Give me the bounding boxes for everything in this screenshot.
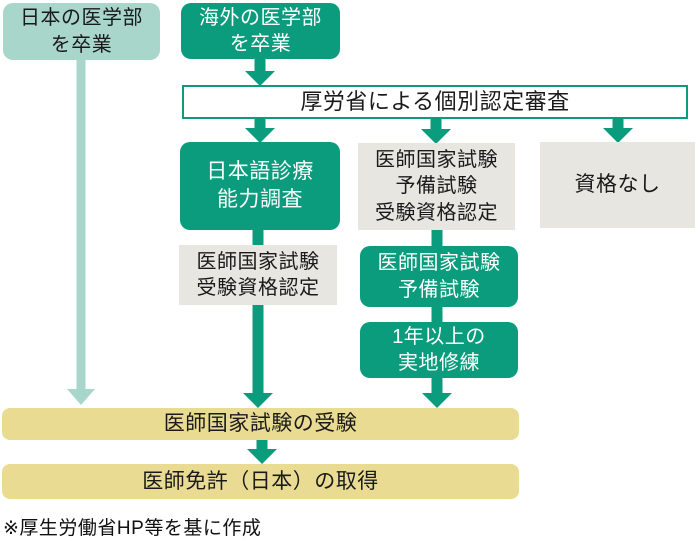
node-national-exam-certification: 医師国家試験 受験資格認定 (179, 245, 337, 305)
node-japan-graduate: 日本の医学部 を卒業 (3, 3, 160, 60)
arrow-stem (256, 439, 268, 451)
connector-prelimexam-to-training (422, 305, 452, 324)
arrow-review-to-prelim-cert (421, 118, 451, 144)
arrow-head-icon (243, 393, 273, 408)
connector-survey-to-cert (243, 228, 273, 247)
node-practical-training: 1年以上の 実地修練 (360, 322, 518, 378)
bar-obtain-license: 医師免許（日本）の取得 (2, 464, 519, 499)
node-overseas-graduate: 海外の医学部 を卒業 (181, 3, 340, 59)
arrow-head-icon (421, 129, 451, 144)
arrow-head-icon (245, 128, 275, 143)
arrow-stem (254, 59, 266, 73)
arrow-cert-to-exam-bar (243, 303, 273, 408)
bar-take-national-exam: 医師国家試験の受験 (2, 408, 519, 440)
node-mhlw-review: 厚労省による個別認定審査 (182, 85, 688, 119)
arrow-head-icon (247, 449, 277, 464)
arrow-head-icon (245, 71, 275, 86)
arrow-stem (254, 118, 266, 130)
node-japanese-clinical-survey: 日本語診療 能力調査 (180, 142, 340, 230)
arrow-exam-to-license (247, 439, 277, 464)
source-footnote: ※厚生労働省HP等を基に作成 (3, 518, 262, 539)
arrow-head-icon (603, 128, 633, 143)
connector-stem (431, 305, 443, 324)
arrow-stem (431, 376, 443, 395)
arrow-japan-grad-to-exam (66, 60, 96, 405)
arrow-head-icon (67, 389, 95, 405)
arrow-training-to-exam-bar (422, 376, 452, 408)
connector-stem (252, 228, 264, 247)
arrow-overseas-to-review (245, 59, 275, 86)
arrow-stem (252, 303, 264, 395)
arrow-review-to-survey (245, 118, 275, 143)
arrow-review-to-no-qual (603, 118, 633, 143)
connector-prelimcert-to-prelimexam (422, 227, 452, 248)
arrow-stem (612, 118, 624, 130)
arrow-stem (430, 118, 442, 131)
arrow-head-icon (422, 393, 452, 408)
node-preliminary-exam: 医師国家試験 予備試験 (360, 246, 518, 307)
arrow-stem (76, 60, 86, 390)
connector-stem (431, 227, 443, 248)
node-no-qualification: 資格なし (540, 142, 695, 228)
node-prelim-exam-certification: 医師国家試験 予備試験 受験資格認定 (358, 143, 515, 230)
